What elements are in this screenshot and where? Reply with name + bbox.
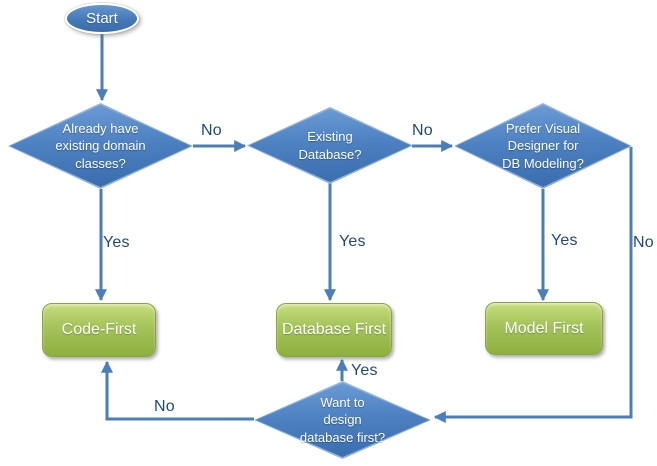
decision-visual-designer: Prefer Visual Designer for DB Modeling? [454,103,632,189]
edge-label-design-db-first-yes: Yes [351,362,378,379]
decision-domain-classes-label: Already have existing domain classes? [55,121,146,171]
outcome-database-first-label: Database First [281,321,387,338]
decision-visual-designer-label: Prefer Visual Designer for DB Modeling? [502,121,584,171]
edge-label-domain-classes-yes: Yes [103,234,130,251]
decision-existing-database-label: Existing Database? [298,129,362,162]
decision-existing-database: Existing Database? [247,107,413,184]
start-node-label: Start [86,10,118,27]
decision-domain-classes: Already have existing domain classes? [8,103,193,189]
decision-design-db-first: Want to design database first? [254,381,431,459]
outcome-code-first-label: Code-First [61,321,137,338]
outcome-model-first: Model First [485,302,603,355]
edge-label-existing-database-yes: Yes [339,233,366,250]
edge-label-visual-designer-yes: Yes [551,232,578,249]
outcome-model-first-label: Model First [504,319,584,337]
edge-visual-designer-no [433,147,633,423]
outcome-code-first: Code-First [42,303,156,357]
outcome-database-first: Database First [276,303,392,357]
edge-label-visual-designer-no: No [633,234,654,251]
edge-design-db-first-no [101,360,254,421]
edge-label-existing-database-no: No [412,122,433,139]
edge-label-domain-classes-no: No [201,122,222,139]
edge-label-design-db-first-no: No [154,398,175,415]
decision-design-db-first-label: Want to design database first? [299,395,386,445]
start-node: Start [65,3,139,34]
